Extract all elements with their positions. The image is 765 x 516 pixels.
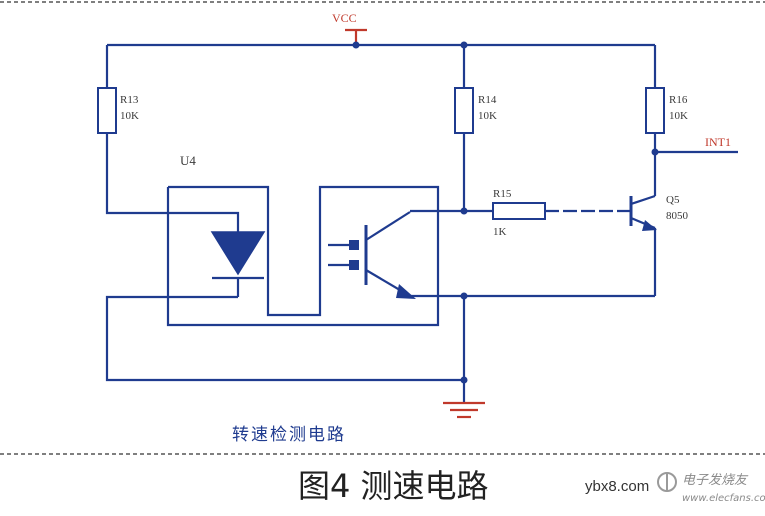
q5-value-label: 8050 — [666, 210, 689, 222]
circuit-caption: 转速检测电路 — [232, 425, 346, 445]
phototransistor — [364, 211, 416, 299]
watermark-brand: 电子发烧友 — [682, 473, 749, 488]
r16-value-label: 10K — [669, 110, 688, 122]
r14-name-label: R14 — [478, 94, 497, 106]
resistor-r14 — [454, 87, 474, 134]
r15-name-label: R15 — [493, 188, 512, 200]
transistor-q5 — [629, 194, 657, 231]
r16-name-label: R16 — [669, 94, 688, 106]
wire-r13-to-diode — [105, 133, 240, 232]
ground-symbol — [443, 401, 485, 419]
resistor-r15 — [492, 202, 546, 220]
r13-value-label: 10K — [120, 110, 139, 122]
q5-name-label: Q5 — [666, 194, 680, 206]
u4-label: U4 — [180, 153, 196, 168]
elecfans-logo-icon — [657, 472, 677, 492]
junction-vcc — [352, 41, 360, 49]
r13-name-label: R13 — [120, 94, 139, 106]
u4-outline — [166, 185, 440, 327]
figure-title: 图4 测速电路 — [298, 467, 489, 505]
junction-ground — [460, 376, 468, 384]
int1-label: INT1 — [705, 135, 731, 149]
junction-collector — [460, 207, 468, 215]
led-diode — [210, 231, 266, 297]
resistor-r13 — [97, 87, 117, 134]
watermark-site: ybx8.com — [585, 478, 649, 495]
r15-value-label: 1K — [493, 226, 507, 238]
resistor-r16 — [645, 87, 665, 134]
r14-value-label: 10K — [478, 110, 497, 122]
vcc-label: VCC — [332, 11, 357, 25]
watermark-url: www.elecfans.com — [682, 493, 765, 504]
wire-diode-return — [105, 295, 464, 382]
light-arrows-icon — [328, 240, 359, 270]
